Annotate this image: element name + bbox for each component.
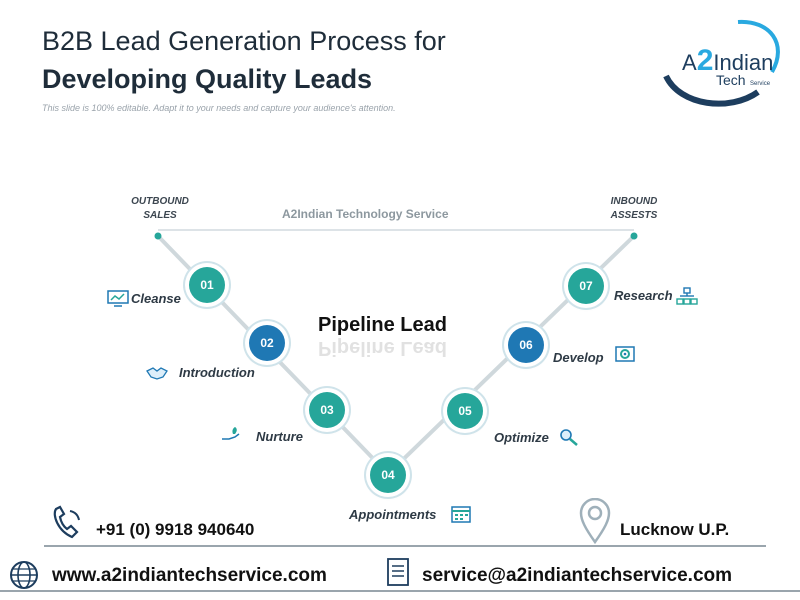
company-logo: A2Indian Tech Service	[660, 14, 790, 110]
hand-plant-icon	[222, 427, 240, 440]
globe-icon	[10, 561, 38, 589]
network-icon	[676, 287, 698, 305]
step-06-node: 06	[508, 327, 544, 363]
monitor-chart-icon	[107, 290, 129, 307]
logo-text-service: Service	[750, 81, 771, 87]
step-04-label: Appointments	[349, 507, 437, 522]
step-01-label: Cleanse	[131, 291, 181, 306]
logo-text-tech: Tech	[716, 72, 746, 88]
step-02-node: 02	[249, 325, 285, 361]
step-05-label: Optimize	[494, 430, 549, 445]
magnifier-icon	[560, 429, 578, 446]
inbound-assets-label: INBOUND ASSESTS	[592, 195, 676, 223]
step-01-node: 01	[189, 267, 225, 303]
outbound-line-2: SALES	[143, 210, 177, 221]
step-03-label: Nurture	[256, 429, 303, 444]
logo-text-indian: Indian	[713, 50, 774, 75]
logo-text-2: 2	[696, 44, 714, 77]
location-text: Lucknow U.P.	[620, 520, 730, 539]
gear-screen-icon	[615, 346, 635, 362]
step-07-node: 07	[568, 268, 604, 304]
inbound-line-2: ASSESTS	[610, 210, 658, 221]
phone-number[interactable]: +91 (0) 9918 940640	[96, 520, 255, 539]
pipeline-lead-reflection: Pipeline Lead	[318, 337, 447, 359]
document-icon	[387, 558, 409, 586]
outbound-line-1: OUTBOUND	[131, 196, 189, 207]
step-07-label: Research	[614, 288, 673, 303]
logo-text-a: A	[682, 50, 697, 75]
step-05-node: 05	[447, 393, 483, 429]
footer-divider	[44, 545, 766, 547]
logo-swoosh-icon	[663, 19, 780, 107]
left-end-dot	[154, 232, 162, 240]
phone-icon	[53, 505, 80, 539]
email-link[interactable]: service@a2indiantechservice.com	[422, 565, 733, 586]
calendar-icon	[451, 506, 471, 523]
location-pin-icon	[579, 498, 611, 544]
company-label: A2Indian Technology Service	[282, 207, 449, 221]
subtitle: This slide is 100% editable. Adapt it to…	[42, 103, 396, 113]
title-line-1: B2B Lead Generation Process for	[42, 26, 446, 56]
right-end-dot	[630, 232, 638, 240]
website-link[interactable]: www.a2indiantechservice.com	[52, 565, 327, 586]
inbound-line-1: INBOUND	[610, 196, 658, 207]
step-04-node: 04	[370, 457, 406, 493]
step-03-node: 03	[309, 392, 345, 428]
step-02-label: Introduction	[179, 365, 255, 380]
pipeline-lead-title: Pipeline Lead	[318, 314, 447, 336]
handshake-icon	[146, 367, 168, 380]
title-line-2: Developing Quality Leads	[42, 64, 373, 94]
outbound-sales-label: OUTBOUND SALES	[118, 195, 202, 223]
footer-bottom-line	[0, 590, 800, 592]
step-06-label: Develop	[553, 350, 604, 365]
